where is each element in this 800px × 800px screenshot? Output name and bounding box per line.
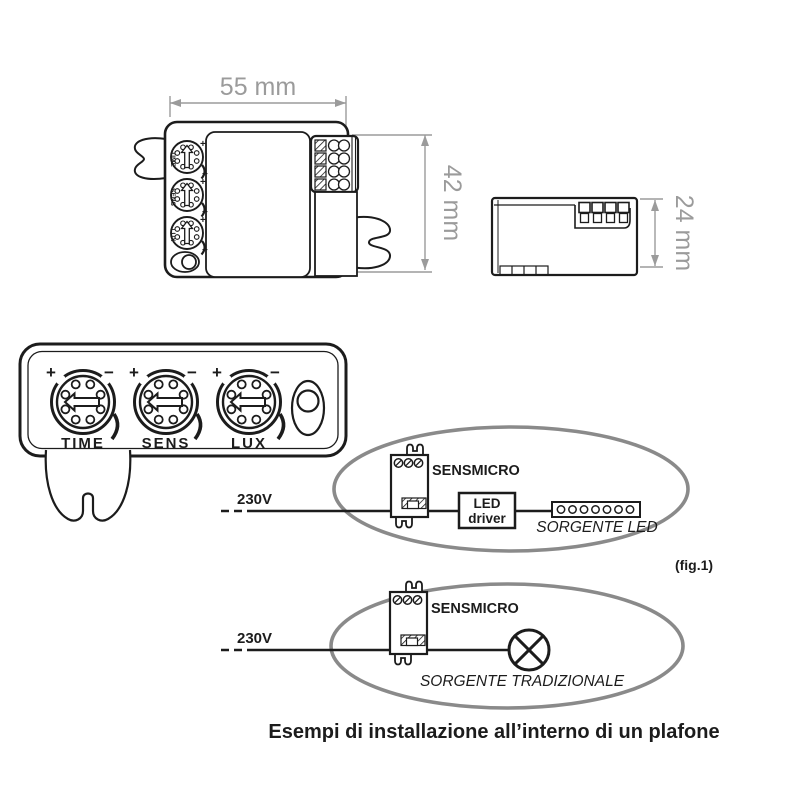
mounting-tab-icon bbox=[45, 450, 131, 521]
dial-minus-mark: − bbox=[202, 207, 208, 218]
sens-dial-label: SENS bbox=[142, 435, 191, 452]
dial-minus-mark: − bbox=[270, 363, 280, 382]
fig1-wiring-diagram: 230V SENSMICRO LED driver SORGENTE LED (… bbox=[221, 425, 713, 573]
dial-plus-mark: + bbox=[212, 363, 222, 382]
led-driver-box bbox=[457, 491, 517, 530]
fig2-wiring-diagram: 230V SENSMICRO SORGENTE TRADIZIONALE bbox=[221, 580, 685, 710]
device-label: SENSMICRO bbox=[431, 601, 519, 617]
arrow-left-icon bbox=[170, 99, 181, 107]
dial-minus-mark: − bbox=[202, 245, 208, 256]
device-label: SENSMICRO bbox=[432, 463, 520, 479]
caption-text: Esempi di installazione all’interno di u… bbox=[268, 721, 719, 743]
arrow-up-icon bbox=[421, 135, 429, 146]
sensmicro-device-icon bbox=[388, 580, 429, 666]
side-view: 24 mm bbox=[490, 195, 698, 277]
figure-number-label: (fig.1) bbox=[675, 557, 713, 573]
time-dial-label: TIME bbox=[61, 435, 105, 452]
width-dimension-label: 55 mm bbox=[220, 73, 296, 101]
sensor-lens-icon bbox=[181, 254, 197, 270]
traditional-source-label: SORGENTE TRADIZIONALE bbox=[420, 673, 625, 690]
led-strip-icon bbox=[551, 501, 641, 518]
arrow-up-icon bbox=[651, 200, 659, 211]
voltage-label: 230V bbox=[237, 491, 272, 508]
sens-dial-label: SENS bbox=[169, 188, 176, 206]
lamp-icon bbox=[507, 628, 551, 672]
lux-dial-label: LUX bbox=[231, 435, 267, 452]
diagram-oval bbox=[332, 425, 690, 553]
height-dimension bbox=[352, 134, 432, 273]
side-feet bbox=[499, 265, 549, 276]
height-dimension-label: 42 mm bbox=[438, 165, 466, 241]
led-source-label: SORGENTE LED bbox=[536, 519, 657, 536]
time-dial-label: TIME bbox=[169, 151, 176, 167]
mounting-tab-icon bbox=[133, 137, 167, 180]
dial-minus-mark: − bbox=[202, 169, 208, 180]
arrow-down-icon bbox=[421, 259, 429, 270]
device-front-panel bbox=[205, 131, 311, 278]
side-terminals bbox=[578, 201, 630, 224]
depth-dimension bbox=[640, 198, 663, 268]
terminal-block bbox=[309, 134, 360, 277]
dial-plus-mark: + bbox=[200, 215, 206, 226]
dial-minus-mark: − bbox=[187, 363, 197, 382]
depth-dimension-label: 24 mm bbox=[670, 195, 698, 271]
enlarged-control-view: + − + − + − TIME SENS LUX bbox=[18, 342, 348, 522]
lux-dial-label: LUX bbox=[169, 229, 176, 243]
dial-plus-mark: + bbox=[200, 139, 206, 150]
voltage-label: 230V bbox=[237, 630, 272, 647]
dial-plus-mark: + bbox=[46, 363, 56, 382]
dial-minus-mark: − bbox=[104, 363, 114, 382]
led-driver-label: LED bbox=[474, 496, 501, 511]
arrow-right-icon bbox=[335, 99, 346, 107]
led-driver-label: driver bbox=[468, 511, 506, 526]
diagram-oval bbox=[329, 582, 685, 710]
sensor-lens-icon bbox=[296, 389, 320, 413]
sensmicro-device-icon bbox=[389, 443, 430, 529]
front-view: 55 mm 42 mm TIME SENS LUX + − + − bbox=[133, 73, 466, 279]
arrow-down-icon bbox=[651, 255, 659, 266]
dial-plus-mark: + bbox=[129, 363, 139, 382]
dial-plus-mark: + bbox=[200, 177, 206, 188]
